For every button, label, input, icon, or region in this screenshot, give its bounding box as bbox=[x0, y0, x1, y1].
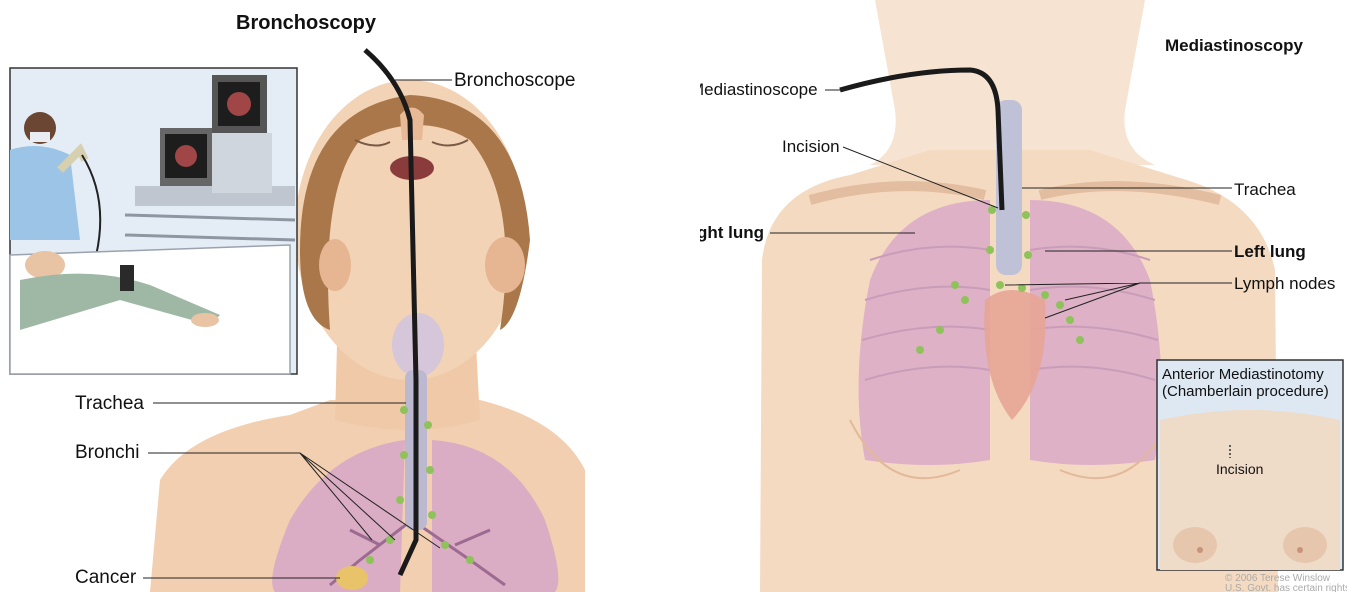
right-lung-label: Right lung bbox=[700, 224, 764, 241]
ear-right bbox=[485, 237, 525, 293]
bronchi-label: Bronchi bbox=[75, 443, 139, 462]
cancer-label: Cancer bbox=[75, 568, 136, 587]
left-lung-label: Left lung bbox=[1234, 243, 1306, 260]
trachea-label: Trachea bbox=[1234, 181, 1296, 198]
ear-left bbox=[319, 239, 351, 291]
trachea-label: Trachea bbox=[75, 394, 144, 413]
mediastinoscopy-panel: Mediastinoscopy Mediastinoscope Incision… bbox=[700, 0, 1347, 592]
mediastinoscopy-title: Mediastinoscopy bbox=[1165, 36, 1303, 56]
inset-title-line1: Anterior Mediastinotomy bbox=[1162, 366, 1324, 383]
bronchoscope-label: Bronchoscope bbox=[454, 71, 575, 90]
bronchoscopy-title: Bronchoscopy bbox=[236, 12, 376, 35]
copyright-line2: U.S. Govt. has certain rights bbox=[1225, 583, 1347, 592]
inset-scene bbox=[10, 68, 297, 374]
bronchoscopy-panel: Bronchoscopy Bronchoscope Trachea Bronch… bbox=[0, 0, 590, 592]
cancer-mass bbox=[336, 566, 368, 590]
incision-label: Incision bbox=[782, 138, 840, 155]
inset-title-line2: (Chamberlain procedure) bbox=[1162, 383, 1329, 400]
mediastinoscope-label: Mediastinoscope bbox=[700, 81, 818, 98]
lymph-nodes-label: Lymph nodes bbox=[1234, 275, 1335, 292]
inset-incision-label: Incision bbox=[1216, 461, 1263, 478]
